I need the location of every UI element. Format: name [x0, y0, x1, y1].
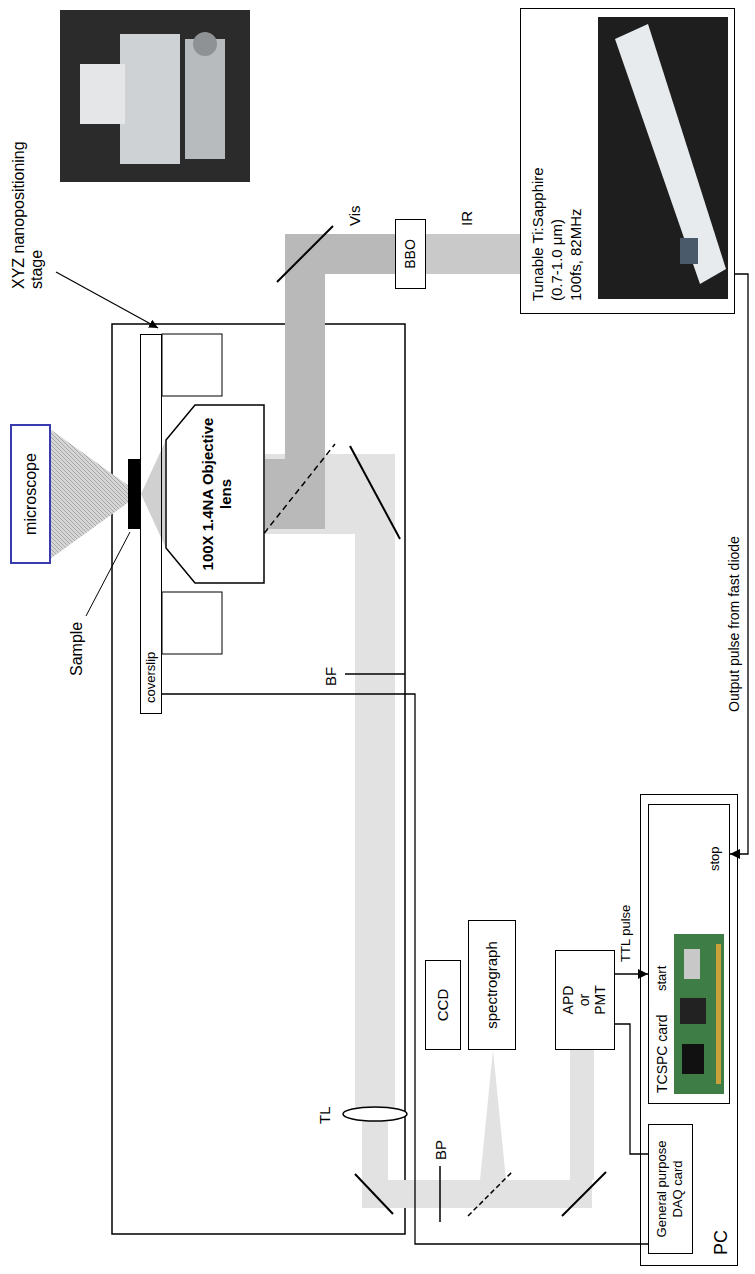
- stage-photo-part: [193, 32, 217, 56]
- card-chip: [680, 998, 706, 1024]
- node-text: General purpose DAQ card: [654, 1131, 686, 1247]
- part-label: XYZ nanopositioning stage: [10, 119, 47, 289]
- node-text: (0.7-1.0 μm): [548, 21, 567, 301]
- bandpass-filter: [439, 1166, 441, 1222]
- steering-mirror: [277, 226, 333, 282]
- emission-mirror: [350, 446, 400, 539]
- filter-line: [345, 673, 405, 675]
- microscope-box: microscope: [10, 424, 51, 564]
- part-label: BF: [322, 667, 339, 686]
- dichroic-mirror: [258, 444, 335, 541]
- laser-box: Tunable Ti:Sapphire(0.7-1.0 μm)100fs, 82…: [520, 8, 735, 314]
- signal-wire: [162, 694, 648, 1244]
- laser-photo-part: [680, 238, 698, 264]
- part-label: TL: [316, 1106, 333, 1124]
- spectrograph-cone: [480, 1050, 506, 1180]
- node-text: coverslip: [142, 345, 160, 703]
- stage-photo: [60, 10, 250, 182]
- microscope-body: [112, 324, 405, 1234]
- signal-label: Output pulse from fast diode: [726, 534, 742, 714]
- sample-bar: [128, 459, 140, 529]
- stage-photo-part: [185, 39, 225, 159]
- emission-beam: [355, 454, 395, 1109]
- leader-line: [86, 532, 130, 616]
- signal-wire: [615, 973, 648, 974]
- detector-mirror: [562, 1172, 606, 1216]
- node-text: PC: [711, 1230, 733, 1255]
- flip-mirror: [468, 1172, 512, 1216]
- node-text: start: [654, 966, 670, 991]
- stage-block: [162, 592, 222, 654]
- stage-photo-part: [120, 34, 180, 164]
- card-contacts: [716, 944, 721, 1084]
- node-text: 100X 1.4NA Objective lens: [199, 416, 235, 572]
- ir-beam: [425, 234, 520, 274]
- signal-wire: [615, 1024, 648, 1154]
- tcspc-card-box: TCSPC card stop start: [648, 804, 730, 1104]
- coverslip-plate: coverslip: [140, 334, 162, 714]
- node-text: APD or PMT: [560, 980, 608, 1020]
- spectrograph-box: spectrograph: [468, 920, 516, 1050]
- laser-photo-body: [615, 24, 726, 284]
- beam-label: IR: [458, 211, 475, 226]
- emission-beam: [362, 1180, 592, 1208]
- stage-photo-part: [80, 64, 125, 124]
- tube-lens: [343, 1107, 407, 1121]
- stage-block: [162, 334, 222, 396]
- beam-label: Vis: [346, 205, 363, 226]
- card-photo: [674, 934, 724, 1094]
- node-text: CCD: [434, 965, 452, 1045]
- vis-beam: [265, 459, 325, 529]
- part-label: Sample: [68, 622, 86, 676]
- card-chip: [682, 1044, 704, 1074]
- leader-arrow: [56, 272, 158, 328]
- computer-box: PC General purpose DAQ card TCSPC card stop…: [640, 794, 738, 1266]
- part-label: BP: [432, 1140, 449, 1160]
- detector-beam: [570, 1050, 594, 1180]
- crystal-box: BBO: [395, 219, 426, 289]
- node-text: Tunable Ti:Sapphire: [529, 21, 548, 301]
- node-text: BBO: [402, 224, 419, 284]
- node-text: stop: [707, 846, 723, 871]
- node-text: microscope: [21, 432, 40, 556]
- signal-label: TTL pulse: [619, 903, 634, 964]
- node-text: TCSPC card: [654, 1014, 671, 1093]
- objective-lens: 100X 1.4NA Objective lens: [165, 404, 265, 584]
- laser-photo: [598, 17, 728, 299]
- detector-box: APD or PMT: [555, 950, 615, 1050]
- node-text: 100fs, 82MHz: [567, 21, 586, 301]
- node-text: spectrograph: [483, 925, 501, 1045]
- card-chip: [684, 949, 700, 979]
- daq-card-box: General purpose DAQ card: [648, 1124, 693, 1254]
- camera-box: CCD: [425, 960, 461, 1050]
- fold-mirror: [355, 1174, 393, 1214]
- objective-shape: [166, 405, 264, 583]
